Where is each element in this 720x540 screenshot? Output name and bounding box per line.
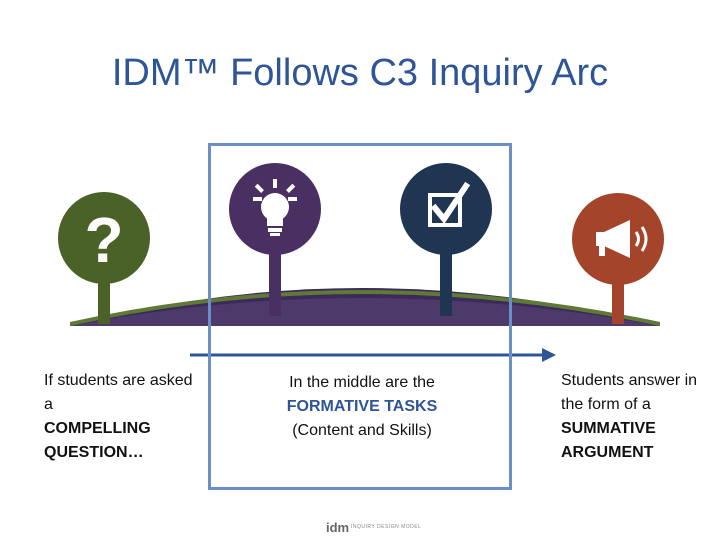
arc-ground-green <box>70 290 660 326</box>
formative-tasks-text: In the middle are the FORMATIVE TASKS (C… <box>262 371 462 443</box>
formative-tasks-frame <box>208 143 512 490</box>
compelling-question-text: If students are asked a COMPELLING QUEST… <box>44 369 194 465</box>
checkbox-pin <box>400 163 492 316</box>
compelling-question-lead: If students are asked a <box>44 372 193 413</box>
question-mark-icon: ? <box>84 204 123 276</box>
megaphone-pin <box>572 193 664 324</box>
lightbulb-pin <box>229 163 321 316</box>
checkbox-icon <box>428 181 471 227</box>
page-title: IDM™ Follows C3 Inquiry Arc <box>111 52 609 94</box>
question-pin: ? <box>58 192 150 324</box>
summative-argument-text: Students answer in the form of a SUMMATI… <box>561 369 711 465</box>
lightbulb-icon <box>253 179 297 236</box>
progression-arrow <box>190 348 556 362</box>
formative-tasks-emphasis: FORMATIVE TASKS <box>286 398 438 415</box>
idm-logo-tagline: INQUIRY DESIGN MODEL <box>351 524 422 530</box>
summative-argument-lead: Students answer in the form of a <box>561 372 698 413</box>
megaphone-icon <box>596 220 648 258</box>
compelling-question-emphasis: COMPELLING QUESTION… <box>44 420 151 461</box>
arc-ground-front <box>70 298 660 326</box>
formative-tasks-lead: In the middle are the <box>289 374 435 391</box>
summative-argument-emphasis: SUMMATIVE ARGUMENT <box>561 420 656 461</box>
idm-logo: idm <box>326 520 350 535</box>
formative-tasks-detail: (Content and Skills) <box>292 422 432 439</box>
